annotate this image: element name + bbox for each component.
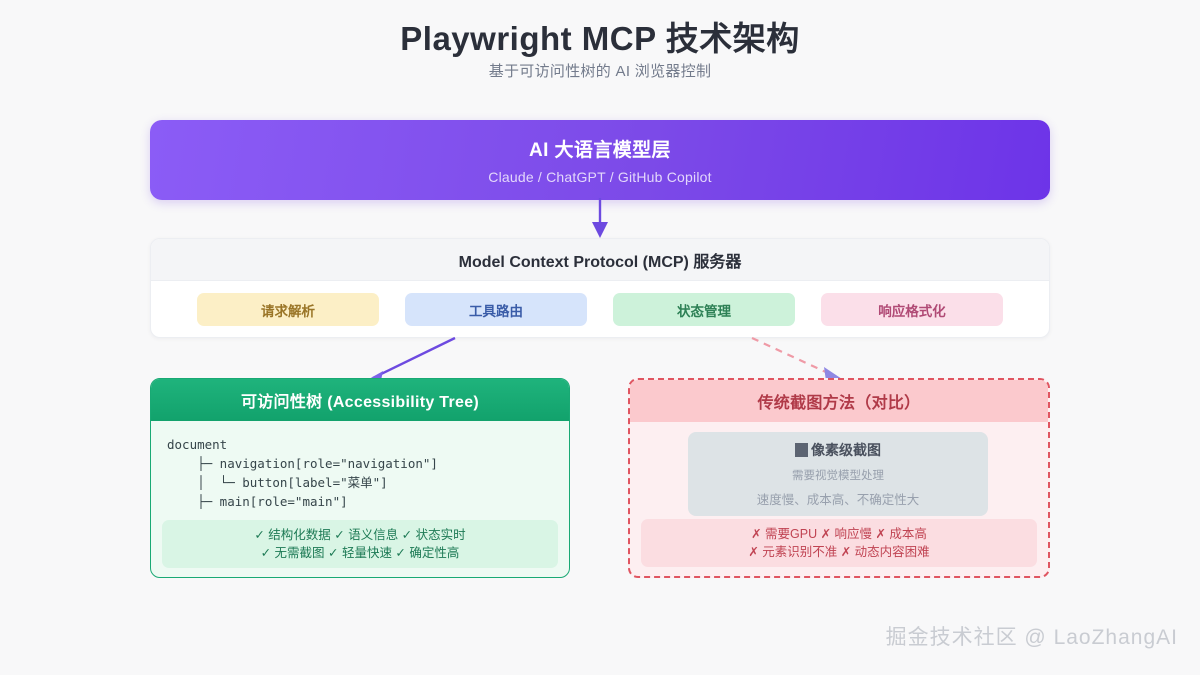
watermark: 掘金技术社区 @ LaoZhangAI xyxy=(885,626,1178,649)
accessibility-tree-node: 可访问性树 (Accessibility Tree) document ├─ n… xyxy=(150,378,570,578)
page-subtitle: 基于可访问性树的 AI 浏览器控制 xyxy=(488,63,712,80)
drawbacks-line-2: ✗ 元素识别不准 ✗ 动态内容困难 xyxy=(748,545,930,559)
arrow-down-icon xyxy=(592,198,608,238)
benefits-line-1: ✓ 结构化数据 ✓ 语义信息 ✓ 状态实时 xyxy=(254,528,466,542)
pixel-screenshot-heading-label: 像素级截图 xyxy=(811,442,881,458)
ai-llm-layer-node: AI 大语言模型层 Claude / ChatGPT / GitHub Copi… xyxy=(150,120,1050,200)
mcp-server-node: Model Context Protocol (MCP) 服务器 请求解析 工具… xyxy=(150,238,1050,338)
accessibility-tree-benefits: ✓ 结构化数据 ✓ 语义信息 ✓ 状态实时 ✓ 无需截图 ✓ 轻量快速 ✓ 确定… xyxy=(162,520,558,568)
mcp-chip-request-parse[interactable]: 请求解析 xyxy=(197,293,379,326)
mcp-chip-state-management[interactable]: 状态管理 xyxy=(613,293,795,326)
ai-llm-layer-subtitle: Claude / ChatGPT / GitHub Copilot xyxy=(488,169,712,185)
mcp-server-title: Model Context Protocol (MCP) 服务器 xyxy=(151,239,1049,281)
pixel-screenshot-note-2: 速度慢、成本高、不确定性大 xyxy=(756,493,920,507)
mcp-chip-row: 请求解析 工具路由 状态管理 响应格式化 xyxy=(151,281,1049,337)
accessibility-tree-title: 可访问性树 (Accessibility Tree) xyxy=(151,379,569,421)
pixel-screenshot-note-1: 需要视觉模型处理 xyxy=(792,470,884,482)
accessibility-tree-code: document ├─ navigation[role="navigation"… xyxy=(167,437,438,509)
pixel-screenshot-heading: 像素级截图 xyxy=(795,440,881,460)
legacy-screenshot-node: 传统截图方法（对比） 像素级截图 需要视觉模型处理 速度慢、成本高、不确定性大 … xyxy=(628,378,1050,578)
accessibility-tree-body: document ├─ navigation[role="navigation"… xyxy=(151,421,569,511)
ai-llm-layer-title: AI 大语言模型层 xyxy=(529,140,671,161)
page-title: Playwright MCP 技术架构 xyxy=(400,20,800,57)
legacy-screenshot-title: 传统截图方法（对比） xyxy=(630,380,1048,422)
mcp-chip-response-format[interactable]: 响应格式化 xyxy=(821,293,1003,326)
legacy-screenshot-drawbacks: ✗ 需要GPU ✗ 响应慢 ✗ 成本高 ✗ 元素识别不准 ✗ 动态内容困难 xyxy=(641,519,1037,567)
pixel-screenshot-preview: 像素级截图 需要视觉模型处理 速度慢、成本高、不确定性大 xyxy=(688,432,988,516)
benefits-line-2: ✓ 无需截图 ✓ 轻量快速 ✓ 确定性高 xyxy=(260,546,460,560)
drawbacks-line-1: ✗ 需要GPU ✗ 响应慢 ✗ 成本高 xyxy=(751,527,927,541)
image-placeholder-icon xyxy=(795,443,808,457)
mcp-chip-tool-routing[interactable]: 工具路由 xyxy=(405,293,587,326)
